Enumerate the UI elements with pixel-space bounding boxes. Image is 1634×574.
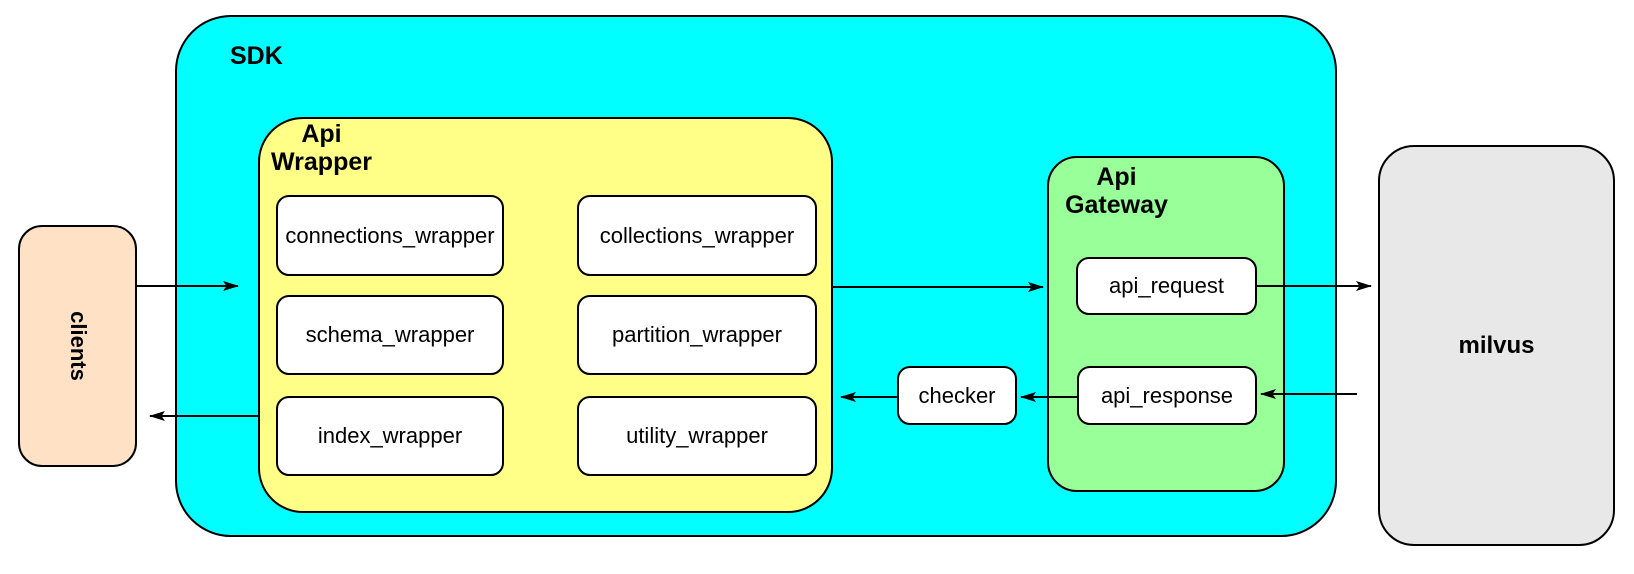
api-request-label: api_request	[1109, 273, 1224, 298]
module-collections-wrapper: collections_wrapper	[577, 195, 817, 276]
api-wrapper-container: Api Wrapper connections_wrapper collecti…	[258, 117, 833, 513]
sdk-container: SDK Api Wrapper connections_wrapper coll…	[175, 15, 1337, 537]
clients-label: clients	[65, 311, 91, 381]
module-label: utility_wrapper	[626, 423, 768, 448]
module-label: partition_wrapper	[612, 322, 782, 347]
module-index-wrapper: index_wrapper	[276, 396, 504, 476]
module-label: collections_wrapper	[599, 222, 795, 248]
milvus-node: milvus	[1378, 145, 1615, 546]
api-request-node: api_request	[1076, 257, 1257, 315]
milvus-label: milvus	[1458, 331, 1535, 359]
checker-node: checker	[897, 366, 1017, 425]
module-label: index_wrapper	[317, 423, 463, 448]
api-response-node: api_response	[1077, 366, 1257, 425]
module-connections-wrapper: connections_wrapper	[276, 195, 504, 276]
module-schema-wrapper: schema_wrapper	[276, 295, 504, 375]
module-utility-wrapper: utility_wrapper	[577, 396, 817, 476]
module-label: connections_wrapper	[285, 222, 495, 248]
api-wrapper-label: Api Wrapper	[271, 120, 372, 176]
sdk-label: SDK	[230, 42, 283, 70]
module-partition-wrapper: partition_wrapper	[577, 295, 817, 375]
checker-label: checker	[918, 382, 996, 408]
api-response-label: api_response	[1100, 382, 1234, 408]
api-gateway-container: Api Gateway api_request api_response	[1047, 156, 1285, 492]
module-label: schema_wrapper	[305, 322, 475, 347]
api-gateway-label: Api Gateway	[1065, 163, 1168, 219]
clients-node: clients	[18, 225, 137, 467]
